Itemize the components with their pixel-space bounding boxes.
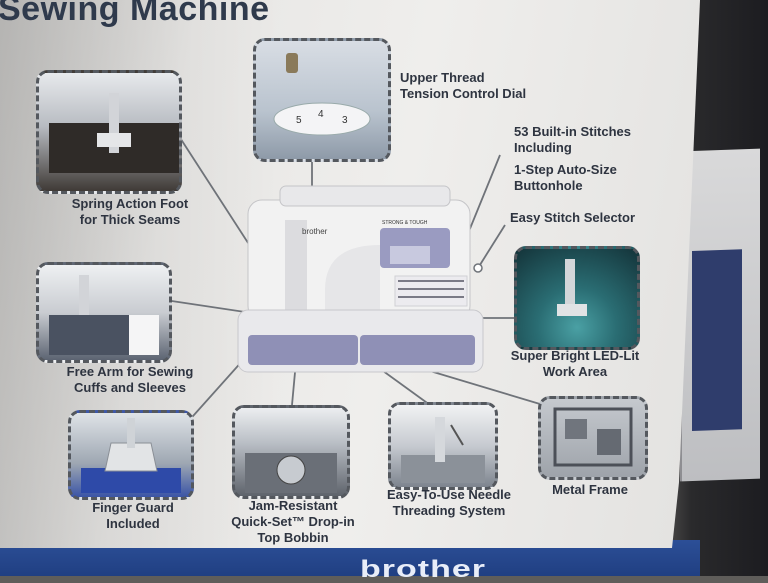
bobbin-image bbox=[232, 405, 350, 499]
finger-guard-image bbox=[68, 410, 194, 500]
label-selector: Easy Stitch Selector bbox=[510, 210, 635, 225]
machine-brand-label: brother bbox=[302, 227, 328, 236]
label-upper-thread: Upper Thread Tension Control Dial bbox=[400, 70, 527, 101]
free-arm-image bbox=[36, 262, 172, 363]
dial-number-4: 4 bbox=[318, 109, 324, 120]
label-spring-foot: Spring Action Foot for Thick Seams bbox=[71, 196, 189, 227]
label-metal-frame: Metal Frame bbox=[552, 482, 628, 497]
upper-thread-dial-image: 5 4 3 bbox=[253, 38, 391, 162]
dial-number-3: 3 bbox=[342, 115, 348, 126]
label-finger-guard: Finger Guard Included bbox=[92, 500, 174, 531]
box-title: Sewing Machine bbox=[0, 0, 270, 28]
led-work-area-image bbox=[514, 246, 640, 350]
spring-action-foot-image bbox=[36, 70, 182, 194]
label-needle-threading: Easy-To-Use Needle Threading System bbox=[386, 487, 512, 518]
sewing-machine-image: brother STRONG & TOUGH bbox=[237, 185, 484, 373]
label-led: Super Bright LED-Lit Work Area bbox=[510, 348, 640, 379]
needle-threading-image bbox=[388, 402, 498, 490]
dial-number-5: 5 bbox=[296, 115, 302, 126]
label-free-arm: Free Arm for Sewing Cuffs and Sleeves bbox=[66, 364, 194, 395]
label-bobbin: Jam-Resistant Quick-Set™ Drop-in Top Bob… bbox=[231, 498, 355, 545]
dot-selector bbox=[473, 263, 483, 273]
machine-badge: STRONG & TOUGH bbox=[382, 220, 428, 226]
line-selector bbox=[477, 224, 506, 269]
label-buttonhole: 1-Step Auto-Size Buttonhole bbox=[514, 162, 617, 193]
metal-frame-image bbox=[538, 396, 648, 480]
label-stitches: 53 Built-in Stitches Including bbox=[514, 124, 632, 155]
